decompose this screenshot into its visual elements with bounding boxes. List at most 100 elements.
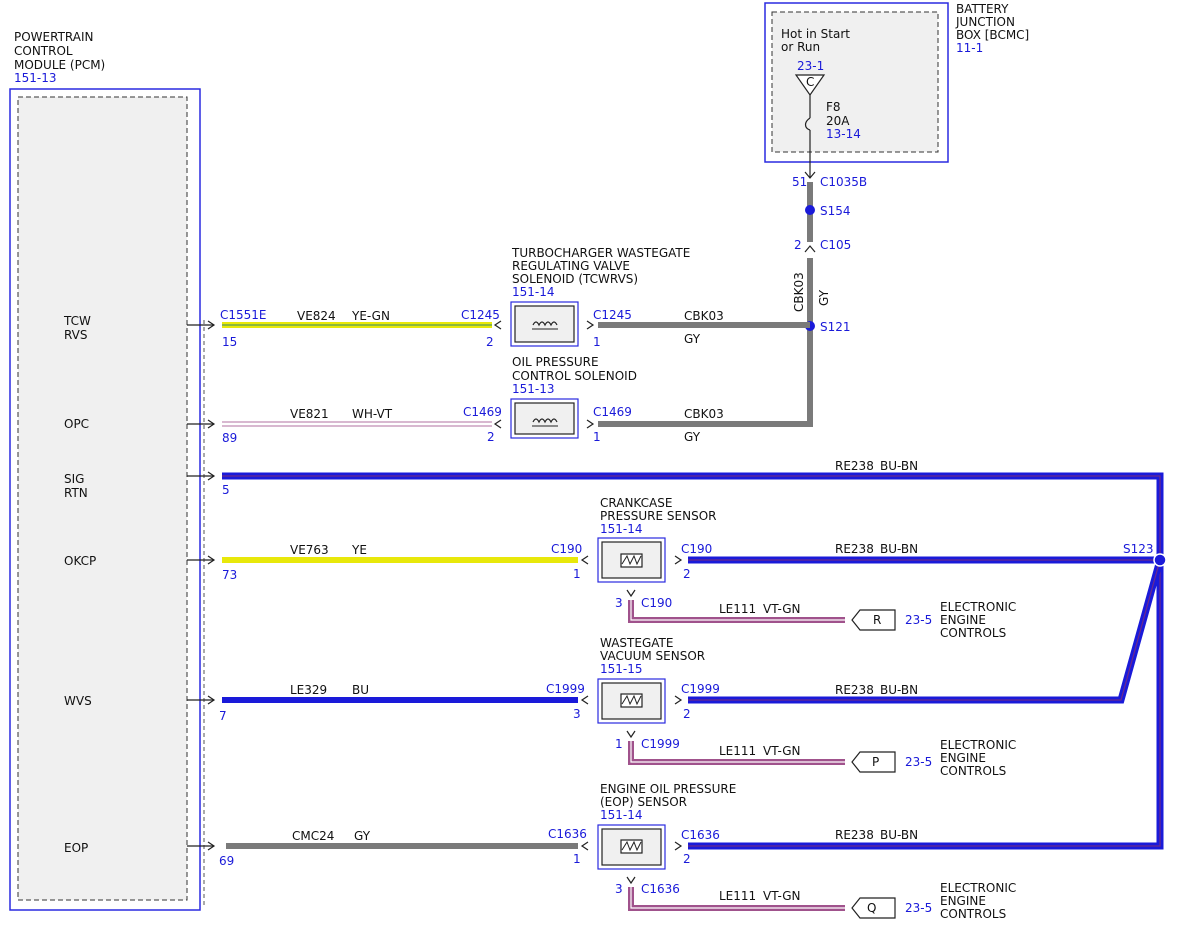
tcwrvs-right-conn[interactable]: C1245	[593, 308, 632, 322]
ocs-title-1: OIL PRESSURE	[512, 355, 599, 369]
pcm-title-3: MODULE (PCM)	[14, 58, 105, 72]
s0-dest-letter: R	[873, 613, 881, 627]
s1-right-circuit: RE238	[835, 683, 874, 697]
s1-right-conn[interactable]: C1999	[681, 682, 720, 696]
s1-dest-ref[interactable]: 23-5	[905, 755, 932, 769]
s1-bottom-circuit: LE111	[719, 744, 756, 758]
pcm-inner-box	[17, 96, 188, 901]
s121-label[interactable]: S121	[820, 320, 851, 334]
fuse-rating: 20A	[826, 114, 850, 128]
ocs-left-conn[interactable]: C1469	[463, 405, 502, 419]
c1035b-label[interactable]: C1035B	[820, 175, 867, 189]
tcwrvs-right-color: GY	[684, 332, 701, 346]
s154-label[interactable]: S154	[820, 204, 851, 218]
s2-dest-ref[interactable]: 23-5	[905, 901, 932, 915]
bjb-ref[interactable]: 11-1	[956, 41, 983, 55]
s2-bottom-pin: 3	[615, 882, 623, 896]
s1-left-color: BU	[352, 683, 369, 697]
ocs-ref[interactable]: 151-13	[512, 382, 555, 396]
s1-dest-2: ENGINE	[940, 751, 986, 765]
bjb-bus-ref[interactable]: 23-1	[797, 59, 824, 73]
tcwrvs-outer-box	[510, 301, 579, 347]
s1-left-pin: 3	[573, 707, 581, 721]
bus-triangle-icon	[794, 74, 826, 97]
s0-right-arrow	[674, 555, 683, 565]
s2-bottom-arrow	[626, 876, 636, 885]
s0-bottom-pin: 3	[615, 596, 623, 610]
tcwrvs-left-conn[interactable]: C1245	[461, 308, 500, 322]
s0-ref[interactable]: 151-14	[600, 522, 643, 536]
tcwrvs-pcm-pin: 15	[222, 335, 237, 349]
wire-le111-r-stripe	[630, 600, 845, 621]
pcm-ref[interactable]: 151-13	[14, 71, 57, 85]
c1035b-pin: 51	[792, 175, 807, 189]
s123-label[interactable]: S123	[1123, 542, 1154, 556]
c105-arrow	[804, 245, 816, 253]
s0-bottom-conn[interactable]: C190	[641, 596, 672, 610]
wire-re238-main-stripe	[222, 475, 1161, 847]
s2-bottom-conn[interactable]: C1636	[641, 882, 680, 896]
pcm-pin-stubs	[187, 320, 216, 851]
tcwrvs-left-color: YE-GN	[351, 309, 390, 323]
s2-dest-1: ELECTRONIC	[940, 881, 1016, 895]
pcm-title-2: CONTROL	[14, 44, 73, 58]
tcwrvs-title-3: SOLENOID (TCWRVS)	[512, 272, 638, 286]
s0-dest-ref[interactable]: 23-5	[905, 613, 932, 627]
pcm-title-1: POWERTRAIN	[14, 30, 94, 44]
s1-left-conn[interactable]: C1999	[546, 682, 585, 696]
s2-bottom-color: VT-GN	[763, 889, 800, 903]
solenoid-coil-icon	[532, 418, 558, 424]
sigrtn-pcm-pin: 5	[222, 483, 230, 497]
pin-label-wvs: WVS	[64, 694, 92, 708]
tcwrvs-right-pin: 1	[593, 335, 601, 349]
crankcase-sensor-row: CRANKCASE PRESSURE SENSOR 151-14 73 VE76…	[222, 496, 1016, 640]
s2-dest-letter: Q	[867, 901, 876, 915]
solenoid-coil-icon	[532, 321, 558, 327]
s2-dest-2: ENGINE	[940, 894, 986, 908]
tcwrvs-title-2: REGULATING VALVE	[512, 259, 630, 273]
s2-left-conn[interactable]: C1636	[548, 827, 587, 841]
s1-right-pin: 2	[683, 707, 691, 721]
s2-ref[interactable]: 151-14	[600, 808, 643, 822]
tcwrvs-ref[interactable]: 151-14	[512, 285, 555, 299]
s2-bottom-circuit: LE111	[719, 889, 756, 903]
c105-label[interactable]: C105	[820, 238, 851, 252]
ocs-pcm-pin: 89	[222, 431, 237, 445]
s0-right-conn[interactable]: C190	[681, 542, 712, 556]
vertical-gy-wire: 51 C1035B S154 2 C105 CBK03 GY S121	[792, 175, 867, 424]
s2-dest-connector-icon	[851, 897, 896, 919]
pin-label-opc: OPC	[64, 417, 89, 431]
s0-left-conn[interactable]: C190	[551, 542, 582, 556]
sigrtn-color: BU-BN	[880, 459, 918, 473]
battery-junction-box: BATTERY JUNCTION BOX [BCMC] 11-1 Hot in …	[764, 2, 1029, 179]
s2-right-circuit: RE238	[835, 828, 874, 842]
ocs-right-conn[interactable]: C1469	[593, 405, 632, 419]
s2-dest-3: CONTROLS	[940, 907, 1006, 921]
ocs-outer-box	[510, 398, 579, 439]
s2-right-arrow	[674, 841, 683, 851]
sensor-resistor-icon	[621, 554, 642, 566]
s2-left-circuit: CMC24	[292, 829, 334, 843]
bjb-hot-1: Hot in Start	[781, 27, 850, 41]
s1-bottom-conn[interactable]: C1999	[641, 737, 680, 751]
s2-pcm-pin: 69	[219, 854, 234, 868]
s1-ref[interactable]: 151-15	[600, 662, 643, 676]
fuse-ref[interactable]: 13-14	[826, 127, 861, 141]
s0-bottom-arrow	[626, 589, 636, 598]
tcwrvs-row: TURBOCHARGER WASTEGATE REGULATING VALVE …	[220, 246, 810, 349]
wire-le111-q-stripe	[630, 887, 845, 909]
s1-outer-box	[597, 678, 666, 724]
wire-le111-p-stripe	[630, 741, 845, 763]
s2-left-pin: 1	[573, 852, 581, 866]
s2-left-color: GY	[354, 829, 371, 843]
s2-right-conn[interactable]: C1636	[681, 828, 720, 842]
sensor-resistor-icon	[621, 840, 642, 852]
s0-right-pin: 2	[683, 567, 691, 581]
pin-label-eop: EOP	[64, 841, 88, 855]
s0-right-color: BU-BN	[880, 542, 918, 556]
s0-right-circuit: RE238	[835, 542, 874, 556]
s0-dest-2: ENGINE	[940, 613, 986, 627]
c1551e-label[interactable]: C1551E	[220, 308, 267, 322]
